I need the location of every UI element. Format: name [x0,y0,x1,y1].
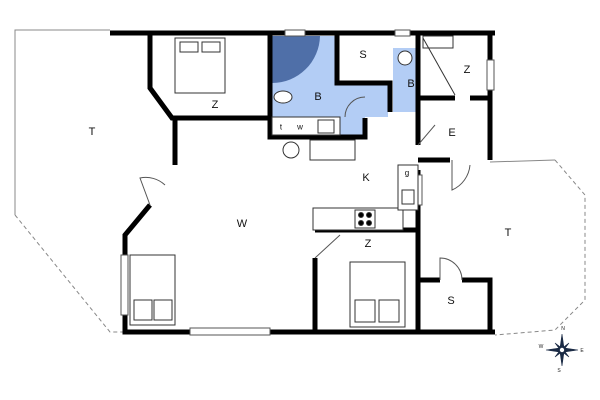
room-label-living: W [236,218,248,230]
compass-east: E [580,348,584,354]
room-label-terrace-left: T [88,126,96,138]
bath-sink [317,119,335,134]
kitchen-sink [401,189,415,205]
door-swings [139,96,471,281]
room-label-terrace-right: T [504,227,512,239]
shower-area [272,36,320,84]
fixture-label-dishwasher: g [404,168,410,178]
room-label-storage-bottom: S [447,295,455,307]
room-label-bedroom-middle: Z [364,238,372,250]
fixture-label-washer: w [297,122,303,132]
fixture-label-dryer: t [279,122,283,132]
compass-north: N [561,326,565,332]
table [309,139,356,161]
stove [354,209,376,229]
compass-rose-icon [545,333,579,367]
furniture [129,35,456,328]
room-label-bathroom-small: B [407,78,415,90]
terrace-right-outline [489,159,586,336]
room-label-bedroom-top-right: Z [463,64,471,76]
room-label-kitchen: K [362,172,370,184]
compass-south: S [557,368,561,374]
stool [282,141,300,159]
compass-west: W [538,344,544,350]
room-label-storage-top: S [359,49,367,61]
room-label-bedroom-top-left: Z [211,99,219,111]
room-label-bathroom-main: B [314,91,322,103]
terrace-left-outline [14,29,125,333]
room-label-entrance: E [448,127,456,139]
